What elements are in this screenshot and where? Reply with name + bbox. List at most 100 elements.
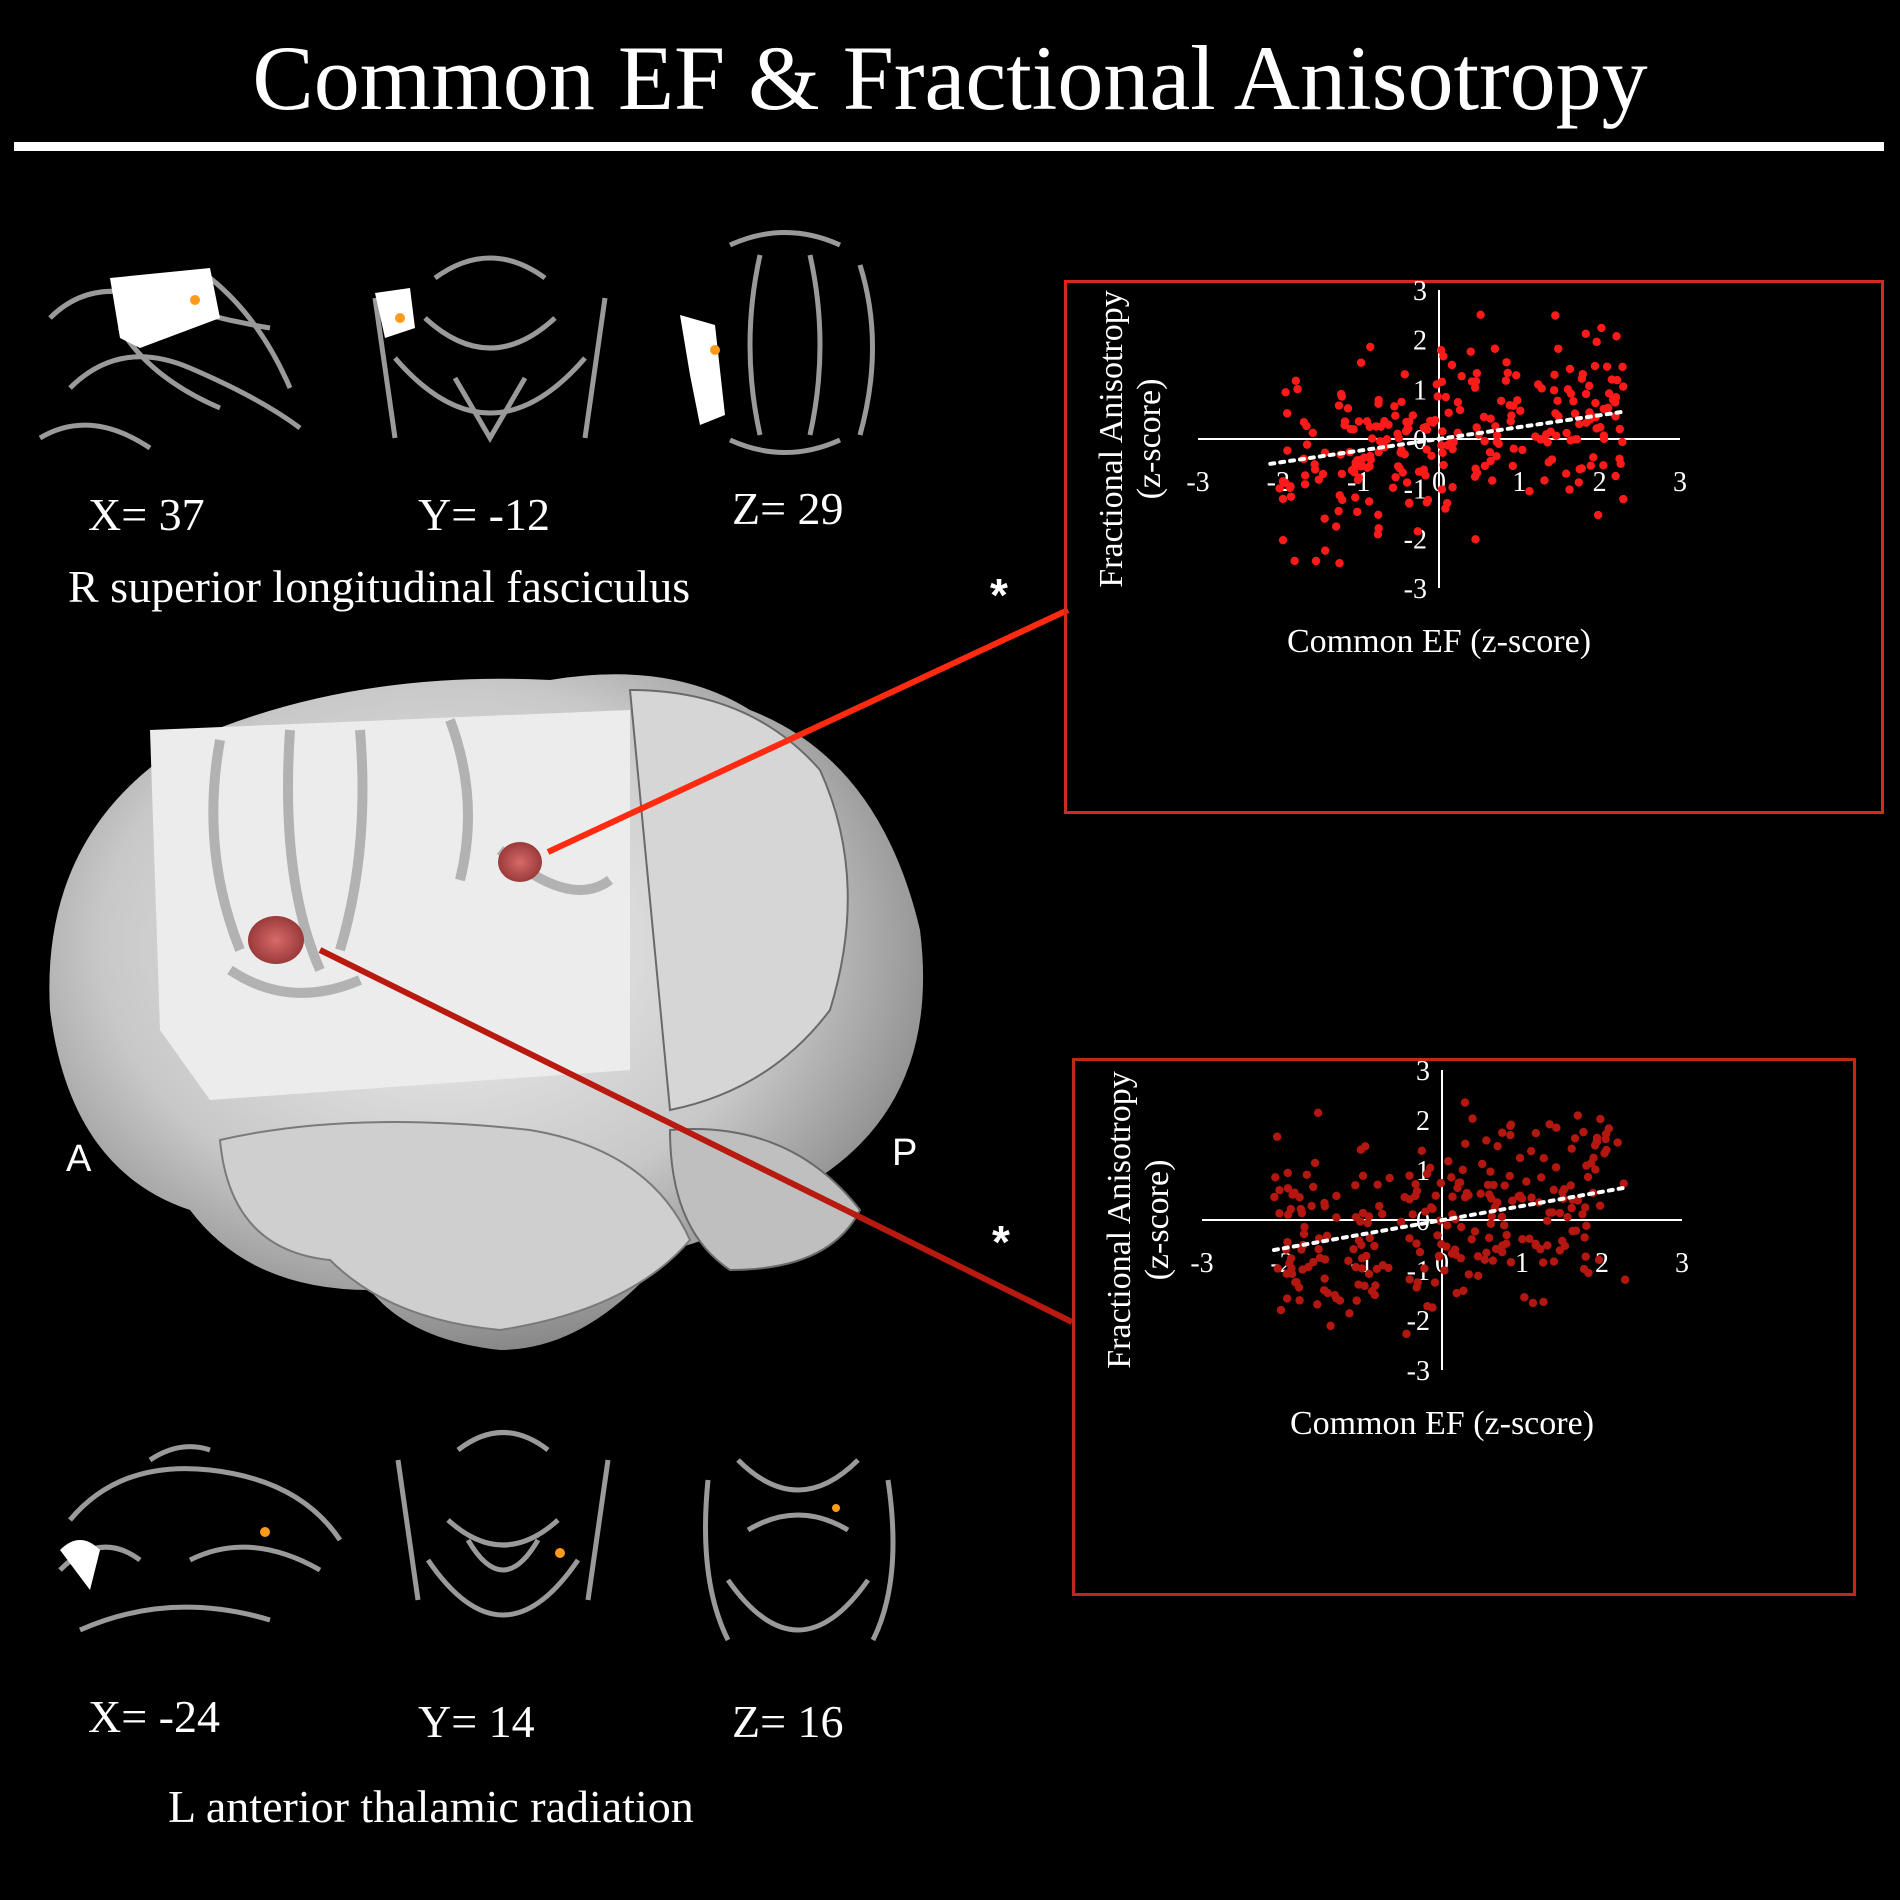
scatter-point [1335,491,1344,500]
scatter-point [1486,1167,1495,1176]
scatter-point [1583,1172,1593,1182]
scatter-point [1307,1201,1316,1211]
scatter-point [1273,1264,1282,1273]
scatter-point [1498,1128,1507,1137]
slice-axial-bottom [703,1458,896,1642]
scatter-point [1310,460,1319,469]
scatter-point [1554,344,1563,353]
scatter-point [1487,1194,1496,1203]
significance-star-top: * [990,569,1008,621]
scatter-point [1400,1192,1409,1202]
scatter-point [1543,1241,1552,1250]
scatter-point [1539,1154,1548,1163]
scatter-point [1492,452,1501,461]
scatter-point [1578,1210,1587,1219]
scatter-point [1270,1192,1279,1202]
scatter-point [1526,1146,1536,1156]
scatter-point [1375,437,1385,446]
scatter-point [1413,1278,1422,1287]
scatter-point [1326,1321,1335,1331]
scatter-point [1415,1247,1425,1257]
scatter-point [1313,1300,1322,1309]
scatter-point [1440,1266,1449,1275]
scatter-point [1581,329,1590,338]
y-tick-label: 3 [1416,1058,1430,1087]
scatter-point [1434,1251,1444,1261]
y-axis-label: Fractional Anisotropy [1101,1071,1138,1368]
slice-coronal-top [372,255,608,443]
x-tick-label: 3 [1673,467,1687,498]
scatter-point [1493,1141,1502,1151]
scatter-point [1313,1108,1323,1118]
scatter-point [1302,1170,1312,1179]
scatter-point [1334,401,1344,410]
slice-axial-top [680,230,875,455]
scatter-point [1346,424,1355,434]
scatter-point [1286,1204,1295,1214]
scatter-point [1350,468,1359,477]
plot-frame-top [1064,280,1884,814]
scatter-point [1282,1294,1292,1303]
scatter-point [1461,1139,1470,1148]
scatter-point [1565,485,1574,494]
trend-line [1268,409,1626,466]
scatter-point [1563,1212,1572,1222]
scatter-point [1283,1184,1293,1193]
scatter-point [1592,1137,1601,1146]
scatter-point [1619,382,1628,391]
scatter-point [1611,471,1620,481]
scatter-point [1503,368,1512,378]
scatter-point [1420,1264,1429,1273]
scatter-point [1554,412,1563,421]
scatter-point [1540,476,1549,485]
scatter-point [1497,1212,1507,1221]
scatter-point [1545,1120,1554,1129]
scatter-point [1545,1208,1554,1217]
scatter-point [1442,1242,1451,1251]
scatter-point [1572,435,1582,444]
scatter-point [1428,1204,1437,1214]
scatter-point [1485,448,1495,457]
scatter-point [1272,1132,1282,1141]
scatter-point [1518,445,1527,455]
x-tick-label: 1 [1512,467,1526,498]
scatter-point [1547,455,1557,464]
scatter-point [1549,1185,1558,1194]
scatter-point [1430,415,1440,425]
scatter-point [1412,1186,1422,1196]
scatter-point [1352,1296,1361,1305]
x-tick-label: 1 [1515,1248,1529,1279]
scatter-point [1486,1219,1496,1228]
scatter-point [1509,401,1518,410]
scatter-point [1468,1114,1477,1123]
scatter-point [1300,1222,1309,1232]
scatter-point [1353,475,1363,485]
scatter-point [1473,1252,1483,1261]
scatter-point [1300,471,1310,480]
scatter-point [1337,392,1346,401]
scatter-point [1552,431,1561,440]
scatter-point [1370,1290,1380,1300]
scatter-point [1551,311,1560,320]
scatter-point [1517,1194,1527,1203]
scatter-point [1390,402,1399,411]
scatter-point [1591,1165,1600,1174]
scatter-point [1363,1218,1372,1228]
scatter-point [1488,476,1497,485]
scatter-point [1604,389,1614,398]
scatter-point [1566,1181,1575,1190]
scatter-point [1480,1255,1489,1265]
y-tick-label: -3 [1404,574,1427,605]
scatter-point [1356,358,1366,367]
scatter-point [1474,1271,1483,1280]
scatter-point [1527,1193,1536,1202]
scatter-point [1332,1213,1341,1222]
scatter-point [1286,492,1296,501]
scatter-point [1581,389,1591,399]
scatter-point [1358,1208,1368,1218]
scatter-point [1552,1123,1561,1132]
scatter-point [1582,1221,1591,1230]
scatter-point [1543,1216,1552,1226]
scatter-point [1497,1247,1507,1257]
slice-sagittal-top [38,268,302,451]
